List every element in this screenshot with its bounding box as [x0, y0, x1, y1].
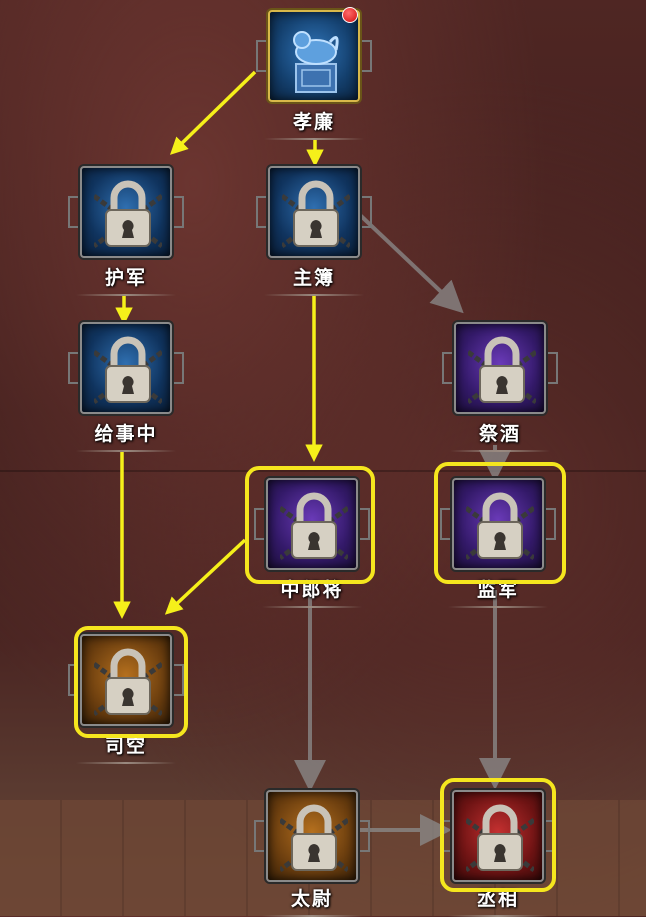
highlight-frame	[245, 466, 375, 584]
rank-label: 中郎将	[247, 575, 377, 608]
rank-node-xiaolian[interactable]	[256, 10, 372, 102]
rank-node-jianjun[interactable]	[440, 478, 556, 570]
rank-label: 监军	[433, 575, 563, 608]
rank-node-hujun[interactable]	[68, 166, 184, 258]
rank-frame	[80, 166, 172, 258]
rank-node-jijiu[interactable]	[442, 322, 558, 414]
wall-divider	[0, 470, 646, 472]
rank-label: 主簿	[249, 263, 379, 296]
rank-node-zhubu[interactable]	[256, 166, 372, 258]
rank-label: 孝廉	[249, 107, 379, 140]
rank-node-sikong[interactable]	[68, 634, 184, 726]
padlock-icon	[280, 804, 348, 873]
padlock-icon	[94, 180, 162, 249]
rank-label: 祭酒	[435, 419, 565, 452]
rank-frame	[454, 322, 546, 414]
rank-node-jishizhong[interactable]	[68, 322, 184, 414]
highlight-frame	[440, 778, 556, 892]
padlock-icon	[282, 180, 350, 249]
highlight-frame	[74, 626, 188, 738]
rank-node-chengxiang[interactable]	[440, 790, 556, 882]
rank-frame	[80, 634, 172, 726]
rank-frame	[268, 166, 360, 258]
rank-node-zhonglangjiang[interactable]	[254, 478, 370, 570]
rank-frame	[266, 478, 358, 570]
rank-frame	[268, 10, 360, 102]
padlock-icon	[94, 648, 162, 717]
padlock-icon	[94, 336, 162, 405]
padlock-icon	[466, 804, 534, 873]
notification-dot	[342, 7, 358, 23]
rank-label: 司空	[61, 731, 191, 764]
rank-label: 给事中	[61, 419, 191, 452]
rank-frame	[266, 790, 358, 882]
padlock-icon	[280, 492, 348, 561]
jade-seal-icon	[293, 31, 339, 93]
rank-label: 太尉	[247, 884, 377, 917]
rank-frame	[452, 790, 544, 882]
padlock-icon	[468, 336, 536, 405]
padlock-icon	[466, 492, 534, 561]
rank-label: 护军	[61, 263, 191, 296]
path-zhubu-jijiu	[358, 213, 464, 314]
arrow-zhonglangjiang-sikong	[164, 538, 247, 615]
rank-node-taiwei[interactable]	[254, 790, 370, 882]
rank-frame	[80, 322, 172, 414]
highlight-frame	[434, 462, 566, 584]
arrow-xiaolian-hujun	[169, 70, 257, 155]
rank-frame	[452, 478, 544, 570]
